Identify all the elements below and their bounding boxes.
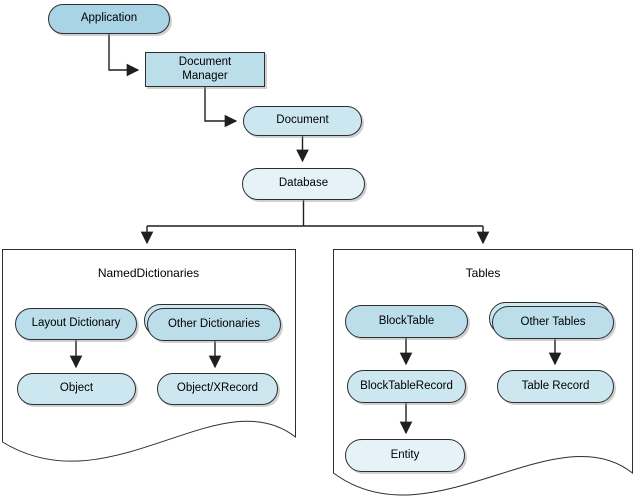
node-object: Object xyxy=(17,373,136,405)
node-database: Database xyxy=(242,168,365,200)
connector-database-split xyxy=(147,200,483,227)
node-blocktable: BlockTable xyxy=(345,305,468,338)
node-object-label: Object xyxy=(59,382,94,395)
node-document-manager: Document Manager xyxy=(145,52,265,87)
node-application-label: Application xyxy=(80,12,138,25)
group-title-tables: Tables xyxy=(465,266,501,280)
node-other-tables: Other Tables xyxy=(492,306,614,339)
node-document: Document xyxy=(243,106,362,136)
node-document-manager-label: Document Manager xyxy=(178,55,232,82)
node-table-record-label: Table Record xyxy=(521,379,590,392)
node-application: Application xyxy=(48,4,170,34)
node-database-label: Database xyxy=(278,177,329,190)
node-blocktable-label: BlockTable xyxy=(378,314,435,327)
node-other-tables-label: Other Tables xyxy=(520,315,586,328)
node-table-record: Table Record xyxy=(497,370,614,403)
connector-application-to-document-manager xyxy=(108,33,140,77)
connector-document-manager-to-document xyxy=(204,87,238,128)
node-blocktablerecord-label: BlockTableRecord xyxy=(360,379,453,392)
node-entity-label: Entity xyxy=(390,448,420,461)
node-blocktablerecord: BlockTableRecord xyxy=(347,370,466,403)
node-other-dictionaries-label: Other Dictionaries xyxy=(167,317,261,330)
node-object-xrecord: Object/XRecord xyxy=(157,373,278,405)
group-title-named-dictionaries: NamedDictionaries xyxy=(97,266,200,280)
node-object-xrecord-label: Object/XRecord xyxy=(176,382,259,395)
container-named-dictionaries-shape xyxy=(2,249,296,462)
node-other-dictionaries: Other Dictionaries xyxy=(147,308,281,341)
node-layout-dictionary: Layout Dictionary xyxy=(15,308,137,340)
node-document-label: Document xyxy=(276,114,329,127)
node-entity: Entity xyxy=(345,439,465,472)
node-layout-dictionary-label: Layout Dictionary xyxy=(31,317,121,330)
